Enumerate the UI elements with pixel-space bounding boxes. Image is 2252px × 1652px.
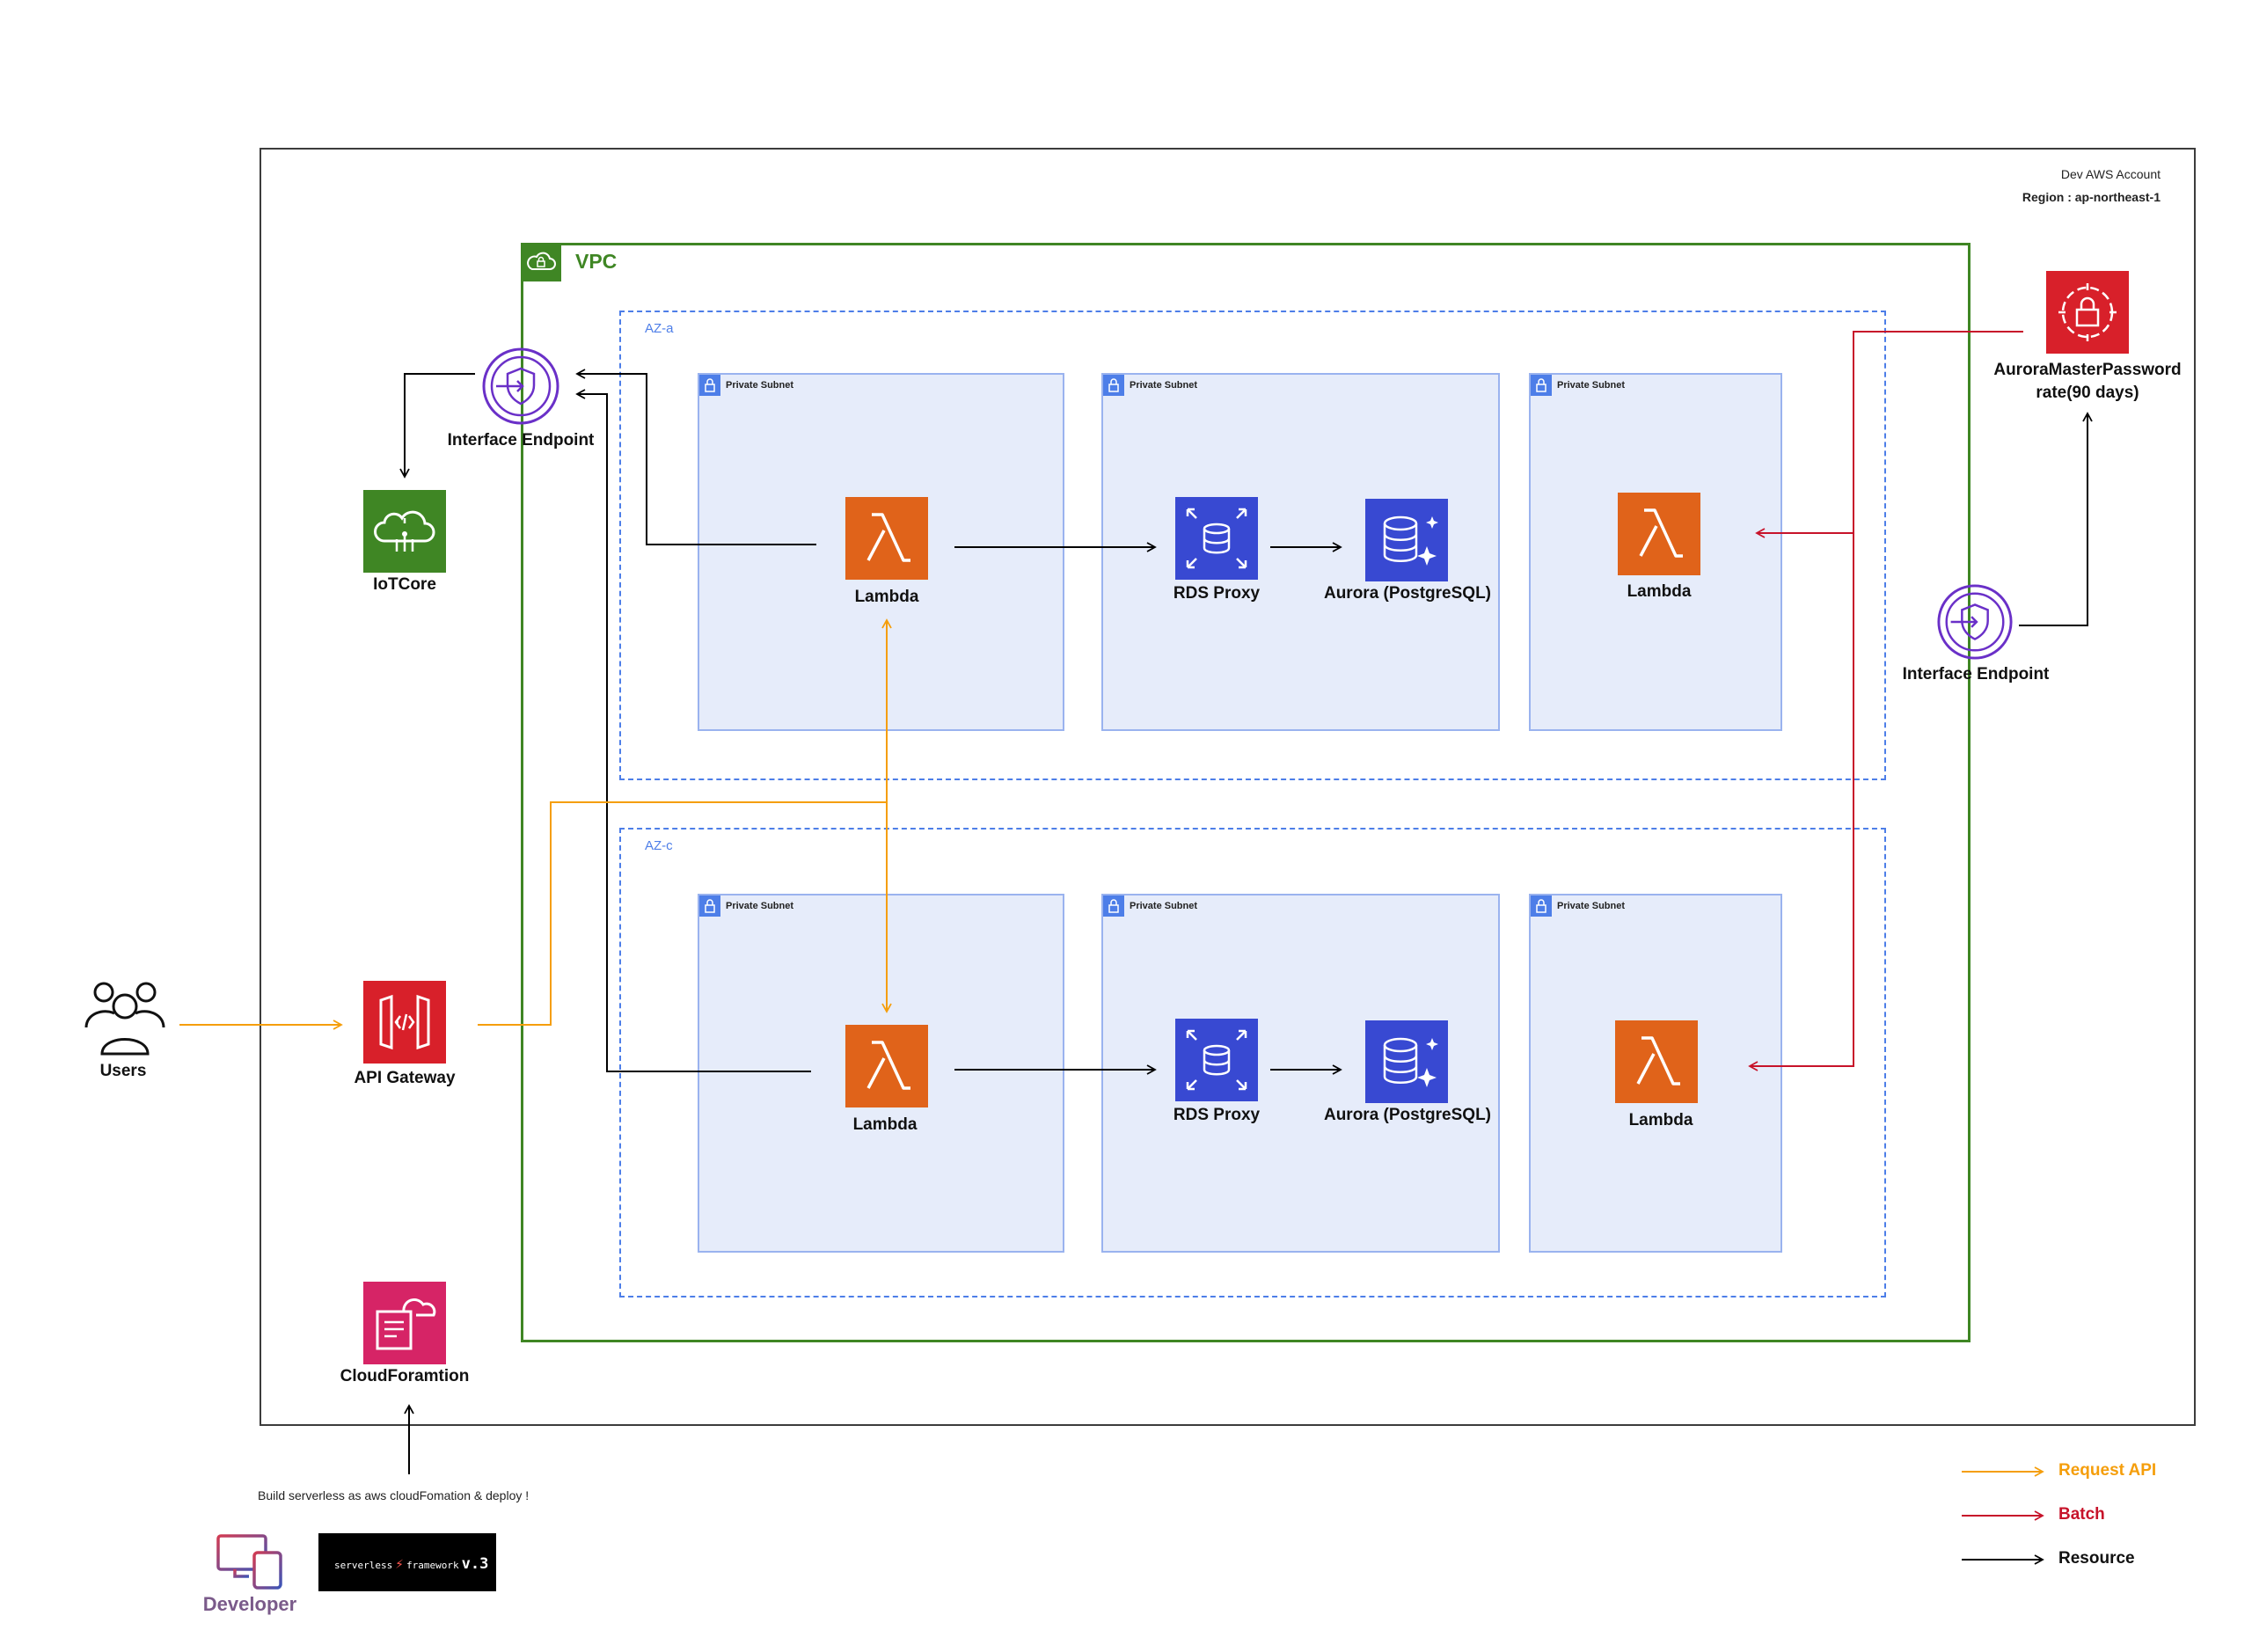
badge-serverless-text: serverless xyxy=(334,1560,393,1571)
badge-framework-text: framework xyxy=(406,1560,459,1571)
lambda-c-label: Lambda xyxy=(852,1115,918,1134)
users-label: Users xyxy=(99,1062,147,1080)
lambda-batch-a-label: Lambda xyxy=(1627,582,1692,601)
subnet-lock-icon xyxy=(1103,375,1124,396)
secret-rotation-label: rate(90 days) xyxy=(2036,384,2139,402)
interface-endpoint-icon xyxy=(1935,582,2014,662)
availability-zone-c-label: AZ-c xyxy=(645,838,673,853)
subnet-lock-icon xyxy=(699,375,720,396)
vpc-boundary xyxy=(521,243,1970,1342)
subnet-lock-icon xyxy=(699,895,720,917)
subnet-label: Private Subnet xyxy=(1130,380,1198,391)
subnet-lock-icon xyxy=(1531,375,1552,396)
devices-icon xyxy=(216,1533,284,1591)
interface-endpoint-left-label: Interface Endpoint xyxy=(447,431,595,450)
rds-proxy-icon xyxy=(1175,497,1258,580)
edge-endpoint-to-iotcore xyxy=(399,373,475,479)
legend-batch: Batch xyxy=(2058,1505,2105,1524)
vpc-cloud-lock-icon xyxy=(521,243,561,281)
cloudformation-label: CloudForamtion xyxy=(340,1367,470,1385)
badge-version-text: v.3 xyxy=(461,1555,489,1573)
account-name: Dev AWS Account xyxy=(2060,167,2161,181)
interface-endpoint-right-label: Interface Endpoint xyxy=(1902,665,2050,683)
subnet-label: Private Subnet xyxy=(1557,380,1626,391)
subnet-label: Private Subnet xyxy=(1557,901,1626,911)
legend-resource: Resource xyxy=(2058,1549,2135,1568)
availability-zone-a-label: AZ-a xyxy=(645,321,674,336)
api-gateway-icon xyxy=(363,981,446,1064)
subnet-label: Private Subnet xyxy=(1130,901,1198,911)
lambda-icon xyxy=(845,1025,928,1107)
subnet-lock-icon xyxy=(1103,895,1124,917)
api-gateway-label: API Gateway xyxy=(354,1069,456,1087)
users-icon xyxy=(84,976,165,1061)
aurora-icon xyxy=(1365,499,1448,581)
lightning-icon: ⚡ xyxy=(395,1555,404,1572)
iot-core-icon xyxy=(363,490,446,573)
subnet-label: Private Subnet xyxy=(726,380,794,391)
aurora-c-label: Aurora (PostgreSQL) xyxy=(1323,1106,1492,1124)
secrets-manager-icon xyxy=(2046,271,2129,354)
lambda-batch-c-label: Lambda xyxy=(1628,1111,1693,1129)
availability-zone-a xyxy=(619,311,1886,780)
aurora-a-label: Aurora (PostgreSQL) xyxy=(1323,584,1492,603)
edge-apigw-to-lambda xyxy=(478,801,887,1026)
serverless-framework-badge: serverless ⚡ framework v.3 xyxy=(318,1533,496,1591)
secret-name-label: AuroraMasterPassword xyxy=(1993,361,2182,379)
edge-secret-to-batch-a xyxy=(1755,331,2023,538)
lambda-icon xyxy=(1618,493,1700,575)
interface-endpoint-icon xyxy=(480,346,561,427)
rds-proxy-a-label: RDS Proxy xyxy=(1173,584,1261,603)
edge-lambda-a-to-endpoint xyxy=(575,369,816,545)
iotcore-label: IoTCore xyxy=(373,575,436,594)
legend-request-api: Request API xyxy=(2058,1461,2157,1480)
aws-account-boundary xyxy=(260,148,2196,1426)
lambda-a-label: Lambda xyxy=(854,588,919,606)
rds-proxy-icon xyxy=(1175,1019,1258,1101)
vpc-label: VPC xyxy=(575,250,618,273)
edge-secret-to-batch-c xyxy=(1748,533,1854,1071)
lambda-icon xyxy=(1615,1020,1698,1103)
edge-endpoint-to-secret xyxy=(2019,412,2093,626)
account-region: Region : ap-northeast-1 xyxy=(2022,190,2161,204)
edge-lambda-c-to-endpoint xyxy=(575,389,811,1072)
developer-label: Developer xyxy=(202,1593,297,1615)
developer-note: Build serverless as aws cloudFomation & … xyxy=(258,1488,530,1502)
rds-proxy-c-label: RDS Proxy xyxy=(1173,1106,1261,1124)
aurora-icon xyxy=(1365,1020,1448,1103)
subnet-label: Private Subnet xyxy=(726,901,794,911)
subnet-lock-icon xyxy=(1531,895,1552,917)
cloudformation-icon xyxy=(363,1282,446,1364)
lambda-icon xyxy=(845,497,928,580)
availability-zone-c xyxy=(619,828,1886,1297)
